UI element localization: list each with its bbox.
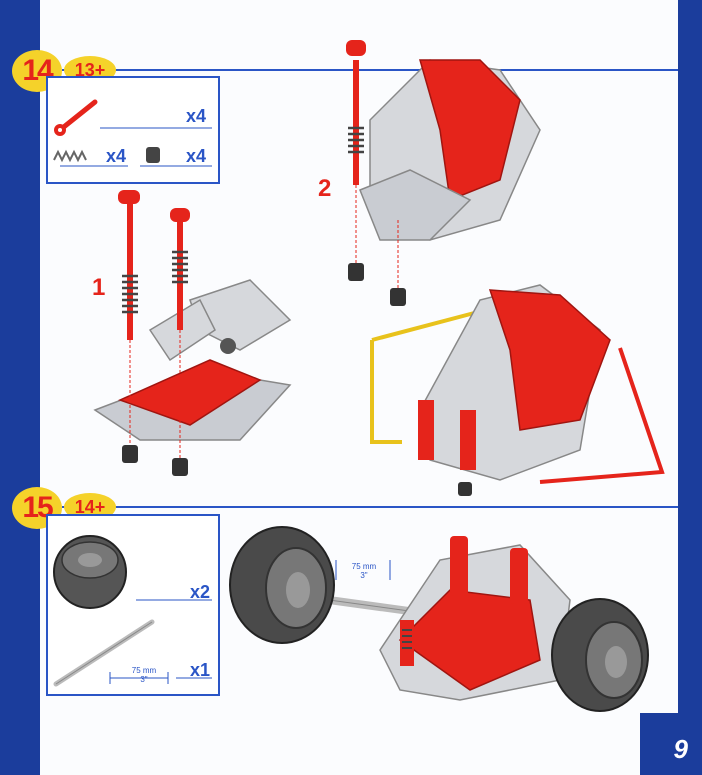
step-14-prereq: 13+ <box>74 59 106 80</box>
assembly-dimension-imperial: 3" <box>360 571 368 580</box>
axle-dimension-metric: 75 mm <box>131 666 157 675</box>
wheel-qty: x2 <box>190 582 211 602</box>
assembly-2-illustration <box>346 40 541 306</box>
assembly-dimension-label: 75 mm 3" <box>342 562 386 580</box>
axle-dimension-imperial: 3" <box>140 675 148 684</box>
left-border <box>0 0 40 775</box>
right-border <box>678 0 702 775</box>
axle-qty: x1 <box>190 660 211 680</box>
step-15-prereq: 14+ <box>74 496 106 517</box>
assembly-1-illustration <box>93 190 292 476</box>
wheel-axle-assembly-illustration <box>229 526 649 712</box>
step-15-rule <box>62 506 678 508</box>
substep-2-label: 2 <box>318 175 332 202</box>
axle-rod-icon <box>54 99 212 136</box>
page-corner <box>640 713 702 775</box>
assembly-result-illustration <box>370 284 665 496</box>
wheel-icon <box>53 535 212 609</box>
assembly-dimension-metric: 75 mm <box>351 562 377 571</box>
axle-icon <box>53 619 212 687</box>
substep-1-label: 1 <box>92 274 106 301</box>
collar-qty: x4 <box>186 146 207 166</box>
collar-icon <box>140 147 212 167</box>
spring-qty: x4 <box>106 146 127 166</box>
step-14-rule <box>62 69 678 71</box>
page-number: 9 <box>673 734 688 764</box>
axle-dimension-label: 75 mm 3" <box>124 666 164 684</box>
spring-icon <box>53 149 128 167</box>
axle-rod-qty: x4 <box>186 106 207 126</box>
